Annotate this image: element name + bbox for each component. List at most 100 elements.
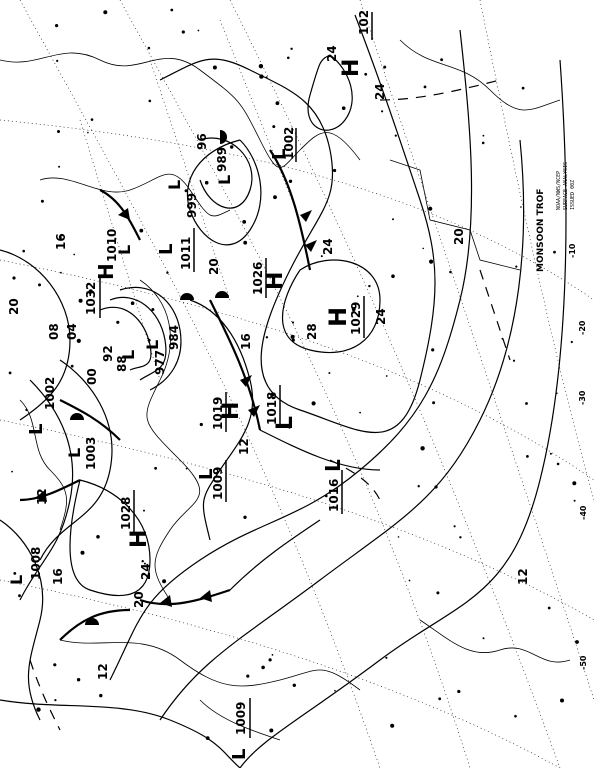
high-center: H 1028 bbox=[119, 497, 152, 548]
station-dot bbox=[185, 467, 188, 470]
station-dot bbox=[394, 134, 397, 137]
station-dot bbox=[96, 535, 100, 539]
low-center: L 1008 bbox=[7, 547, 43, 585]
station-dot bbox=[181, 30, 185, 34]
station-dot bbox=[243, 515, 247, 519]
svg-text:1003: 1003 bbox=[84, 437, 98, 470]
svg-text:92: 92 bbox=[101, 345, 115, 362]
high-center: H 1029 bbox=[324, 302, 363, 335]
station-dot bbox=[429, 259, 434, 264]
svg-text:16: 16 bbox=[51, 568, 65, 585]
station-dot bbox=[268, 658, 272, 662]
svg-text:24: 24 bbox=[321, 238, 335, 255]
station-dot bbox=[78, 298, 83, 303]
station-dot bbox=[420, 446, 425, 451]
station-dot bbox=[328, 372, 331, 374]
station-dot bbox=[459, 536, 462, 539]
station-dot bbox=[520, 206, 522, 208]
station-dot bbox=[333, 168, 337, 173]
station-dot bbox=[270, 392, 275, 397]
station-dot bbox=[325, 494, 328, 498]
svg-text:L: L bbox=[119, 350, 138, 360]
high-center: H 102 bbox=[339, 10, 371, 77]
station-dot bbox=[54, 699, 57, 702]
station-dot bbox=[139, 228, 144, 233]
svg-text:L: L bbox=[156, 244, 177, 255]
svg-text:1029: 1029 bbox=[349, 302, 363, 335]
coastlines bbox=[0, 39, 571, 741]
info-line-1: NOAA/NWS/NCEP bbox=[556, 171, 562, 210]
station-dot bbox=[199, 422, 203, 427]
station-dot bbox=[12, 276, 16, 280]
station-dot bbox=[143, 509, 145, 512]
station-dot bbox=[56, 59, 59, 63]
station-dot bbox=[428, 206, 433, 211]
station-dot bbox=[482, 134, 485, 137]
station-dot bbox=[417, 485, 420, 488]
station-dot bbox=[514, 714, 517, 718]
svg-text:L: L bbox=[269, 149, 290, 160]
station-dot bbox=[80, 550, 85, 555]
svg-text:L: L bbox=[115, 245, 134, 255]
station-dot bbox=[141, 560, 144, 563]
front-symbols bbox=[35, 130, 317, 625]
station-dot bbox=[246, 674, 250, 678]
svg-text:08: 08 bbox=[47, 323, 61, 340]
station-dot bbox=[60, 271, 62, 274]
lat-label: -10 bbox=[568, 243, 577, 258]
svg-text:12: 12 bbox=[96, 663, 110, 680]
monsoon-trof-label: MONSOON TROF bbox=[536, 189, 546, 272]
svg-text:24: 24 bbox=[325, 45, 339, 62]
station-dot bbox=[408, 579, 411, 582]
station-dot bbox=[197, 29, 200, 32]
svg-text:20: 20 bbox=[132, 591, 146, 608]
station-dot bbox=[25, 408, 28, 412]
station-dot bbox=[273, 195, 277, 200]
svg-text:16: 16 bbox=[239, 333, 253, 350]
svg-text:28: 28 bbox=[305, 323, 319, 340]
svg-text:L: L bbox=[229, 749, 250, 760]
station-dot bbox=[143, 562, 146, 565]
svg-text:H: H bbox=[263, 272, 288, 290]
station-dot bbox=[269, 728, 274, 733]
svg-text:102: 102 bbox=[357, 10, 371, 35]
svg-text:L: L bbox=[165, 180, 184, 190]
station-dot bbox=[512, 359, 516, 362]
station-dot bbox=[58, 165, 61, 168]
station-dot bbox=[436, 591, 440, 595]
station-dot bbox=[184, 189, 188, 193]
station-dot bbox=[204, 180, 209, 185]
station-dot bbox=[364, 72, 368, 76]
station-dot bbox=[265, 76, 268, 79]
station-dot bbox=[272, 125, 276, 129]
station-dot bbox=[166, 271, 169, 274]
station-dot bbox=[58, 236, 62, 239]
low-center: L 1011 bbox=[156, 237, 193, 270]
svg-text:984: 984 bbox=[167, 325, 181, 350]
station-dot bbox=[258, 289, 263, 293]
station-dot bbox=[230, 145, 234, 149]
svg-text:20: 20 bbox=[207, 258, 221, 275]
svg-text:24: 24 bbox=[373, 83, 387, 100]
station-dot bbox=[334, 689, 336, 692]
pressure-underlines bbox=[99, 12, 373, 738]
svg-text:1008: 1008 bbox=[29, 547, 43, 580]
station-dot bbox=[310, 243, 312, 246]
station-dot bbox=[90, 118, 94, 121]
station-dot bbox=[449, 270, 452, 274]
station-dot bbox=[549, 452, 552, 455]
station-dot bbox=[575, 640, 579, 644]
low-center: L 989 bbox=[215, 147, 234, 185]
station-dot bbox=[556, 462, 560, 466]
lat-label: -40 bbox=[579, 505, 588, 520]
station-dot bbox=[136, 299, 138, 302]
station-dot bbox=[258, 63, 264, 69]
station-dot bbox=[162, 579, 167, 584]
station-dot bbox=[385, 656, 388, 659]
svg-text:88: 88 bbox=[115, 355, 129, 372]
svg-text:1028: 1028 bbox=[119, 497, 133, 530]
svg-text:16: 16 bbox=[54, 233, 68, 250]
fronts bbox=[19, 149, 312, 641]
station-dot bbox=[431, 348, 435, 352]
